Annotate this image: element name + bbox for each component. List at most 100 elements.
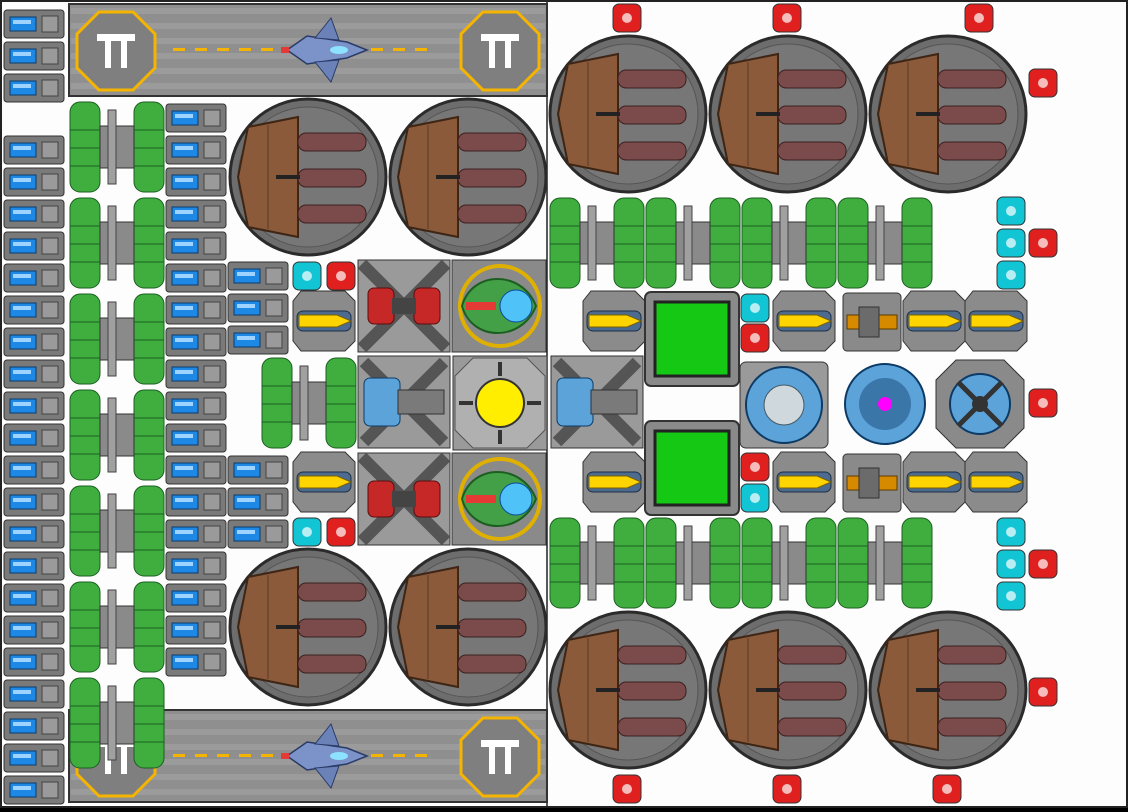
- power-tank[interactable]: [549, 197, 645, 289]
- battery-cell[interactable]: [3, 41, 65, 71]
- battery-cell[interactable]: [227, 293, 289, 323]
- core-module[interactable]: [452, 355, 548, 451]
- power-tank[interactable]: [741, 517, 837, 609]
- reactor-turret[interactable]: [868, 34, 1028, 194]
- reactor-turret[interactable]: [868, 610, 1028, 770]
- missile-launcher[interactable]: [772, 290, 836, 352]
- battery-cell[interactable]: [227, 455, 289, 485]
- battery-cell[interactable]: [227, 519, 289, 549]
- sensor-light[interactable]: [996, 228, 1026, 258]
- missile-launcher[interactable]: [964, 451, 1028, 513]
- battery-cell[interactable]: [165, 423, 227, 453]
- green-plasma-cannon[interactable]: [451, 452, 547, 546]
- sensor-light[interactable]: [996, 196, 1026, 226]
- armor-light[interactable]: [772, 774, 802, 804]
- sensor-light[interactable]: [740, 293, 770, 323]
- battery-cell[interactable]: [3, 775, 65, 805]
- armor-light[interactable]: [1028, 68, 1058, 98]
- red-laser-turret[interactable]: [357, 259, 451, 353]
- battery-cell[interactable]: [3, 9, 65, 39]
- missile-launcher[interactable]: [902, 290, 966, 352]
- railgun[interactable]: [842, 453, 902, 513]
- missile-launcher[interactable]: [964, 290, 1028, 352]
- battery-cell[interactable]: [3, 743, 65, 773]
- battery-cell[interactable]: [3, 295, 65, 325]
- landing-pad[interactable]: [75, 10, 157, 92]
- power-tank[interactable]: [69, 389, 165, 481]
- sensor-light[interactable]: [996, 260, 1026, 290]
- fighter-jet[interactable]: [281, 16, 370, 84]
- landing-pad[interactable]: [459, 716, 541, 798]
- sensor-light[interactable]: [996, 517, 1026, 547]
- reactor-turret[interactable]: [708, 34, 868, 194]
- battery-cell[interactable]: [165, 263, 227, 293]
- armor-light[interactable]: [612, 774, 642, 804]
- battery-cell[interactable]: [3, 519, 65, 549]
- cargo-hold[interactable]: [644, 420, 740, 516]
- battery-cell[interactable]: [165, 519, 227, 549]
- railgun[interactable]: [842, 292, 902, 352]
- battery-cell[interactable]: [3, 487, 65, 517]
- battery-cell[interactable]: [3, 455, 65, 485]
- reactor-turret[interactable]: [708, 610, 868, 770]
- power-tank[interactable]: [549, 517, 645, 609]
- armor-light[interactable]: [740, 323, 770, 353]
- sensor-light[interactable]: [292, 517, 322, 547]
- battery-cell[interactable]: [3, 359, 65, 389]
- armor-light[interactable]: [1028, 228, 1058, 258]
- armor-light[interactable]: [1028, 677, 1058, 707]
- sensor-light[interactable]: [996, 549, 1026, 579]
- green-plasma-cannon[interactable]: [451, 259, 547, 353]
- power-tank[interactable]: [69, 677, 165, 769]
- fighter-jet[interactable]: [281, 722, 370, 790]
- landing-pad[interactable]: [459, 10, 541, 92]
- armor-light[interactable]: [326, 517, 356, 547]
- battery-cell[interactable]: [3, 73, 65, 103]
- battery-cell[interactable]: [165, 327, 227, 357]
- radar-dish[interactable]: [935, 359, 1025, 449]
- battery-cell[interactable]: [3, 327, 65, 357]
- red-laser-turret[interactable]: [357, 452, 451, 546]
- battery-cell[interactable]: [3, 135, 65, 165]
- battery-cell[interactable]: [165, 391, 227, 421]
- battery-cell[interactable]: [3, 167, 65, 197]
- battery-cell[interactable]: [165, 647, 227, 677]
- battery-cell[interactable]: [3, 199, 65, 229]
- shield-generator[interactable]: [739, 361, 829, 449]
- battery-cell[interactable]: [165, 551, 227, 581]
- armor-light[interactable]: [772, 3, 802, 33]
- battery-cell[interactable]: [165, 455, 227, 485]
- missile-launcher[interactable]: [582, 451, 646, 513]
- power-tank[interactable]: [69, 293, 165, 385]
- missile-launcher[interactable]: [292, 451, 356, 513]
- battery-cell[interactable]: [165, 359, 227, 389]
- battery-cell[interactable]: [3, 711, 65, 741]
- battery-cell[interactable]: [3, 551, 65, 581]
- ion-cannon[interactable]: [550, 355, 644, 449]
- battery-cell[interactable]: [3, 391, 65, 421]
- power-tank[interactable]: [69, 197, 165, 289]
- battery-cell[interactable]: [165, 295, 227, 325]
- battery-cell[interactable]: [3, 583, 65, 613]
- reactor-turret[interactable]: [388, 97, 548, 257]
- battery-cell[interactable]: [165, 135, 227, 165]
- hangar[interactable]: [68, 3, 548, 97]
- armor-light[interactable]: [612, 3, 642, 33]
- sensor-light[interactable]: [996, 581, 1026, 611]
- battery-cell[interactable]: [165, 583, 227, 613]
- sensor-light[interactable]: [292, 261, 322, 291]
- hangar[interactable]: [68, 709, 548, 803]
- armor-light[interactable]: [932, 774, 962, 804]
- battery-cell[interactable]: [3, 679, 65, 709]
- armor-light[interactable]: [740, 452, 770, 482]
- armor-light[interactable]: [326, 261, 356, 291]
- armor-light[interactable]: [964, 3, 994, 33]
- reactor-turret[interactable]: [228, 547, 388, 707]
- battery-cell[interactable]: [3, 423, 65, 453]
- power-tank[interactable]: [645, 197, 741, 289]
- battery-cell[interactable]: [227, 261, 289, 291]
- power-tank[interactable]: [741, 197, 837, 289]
- power-tank[interactable]: [69, 581, 165, 673]
